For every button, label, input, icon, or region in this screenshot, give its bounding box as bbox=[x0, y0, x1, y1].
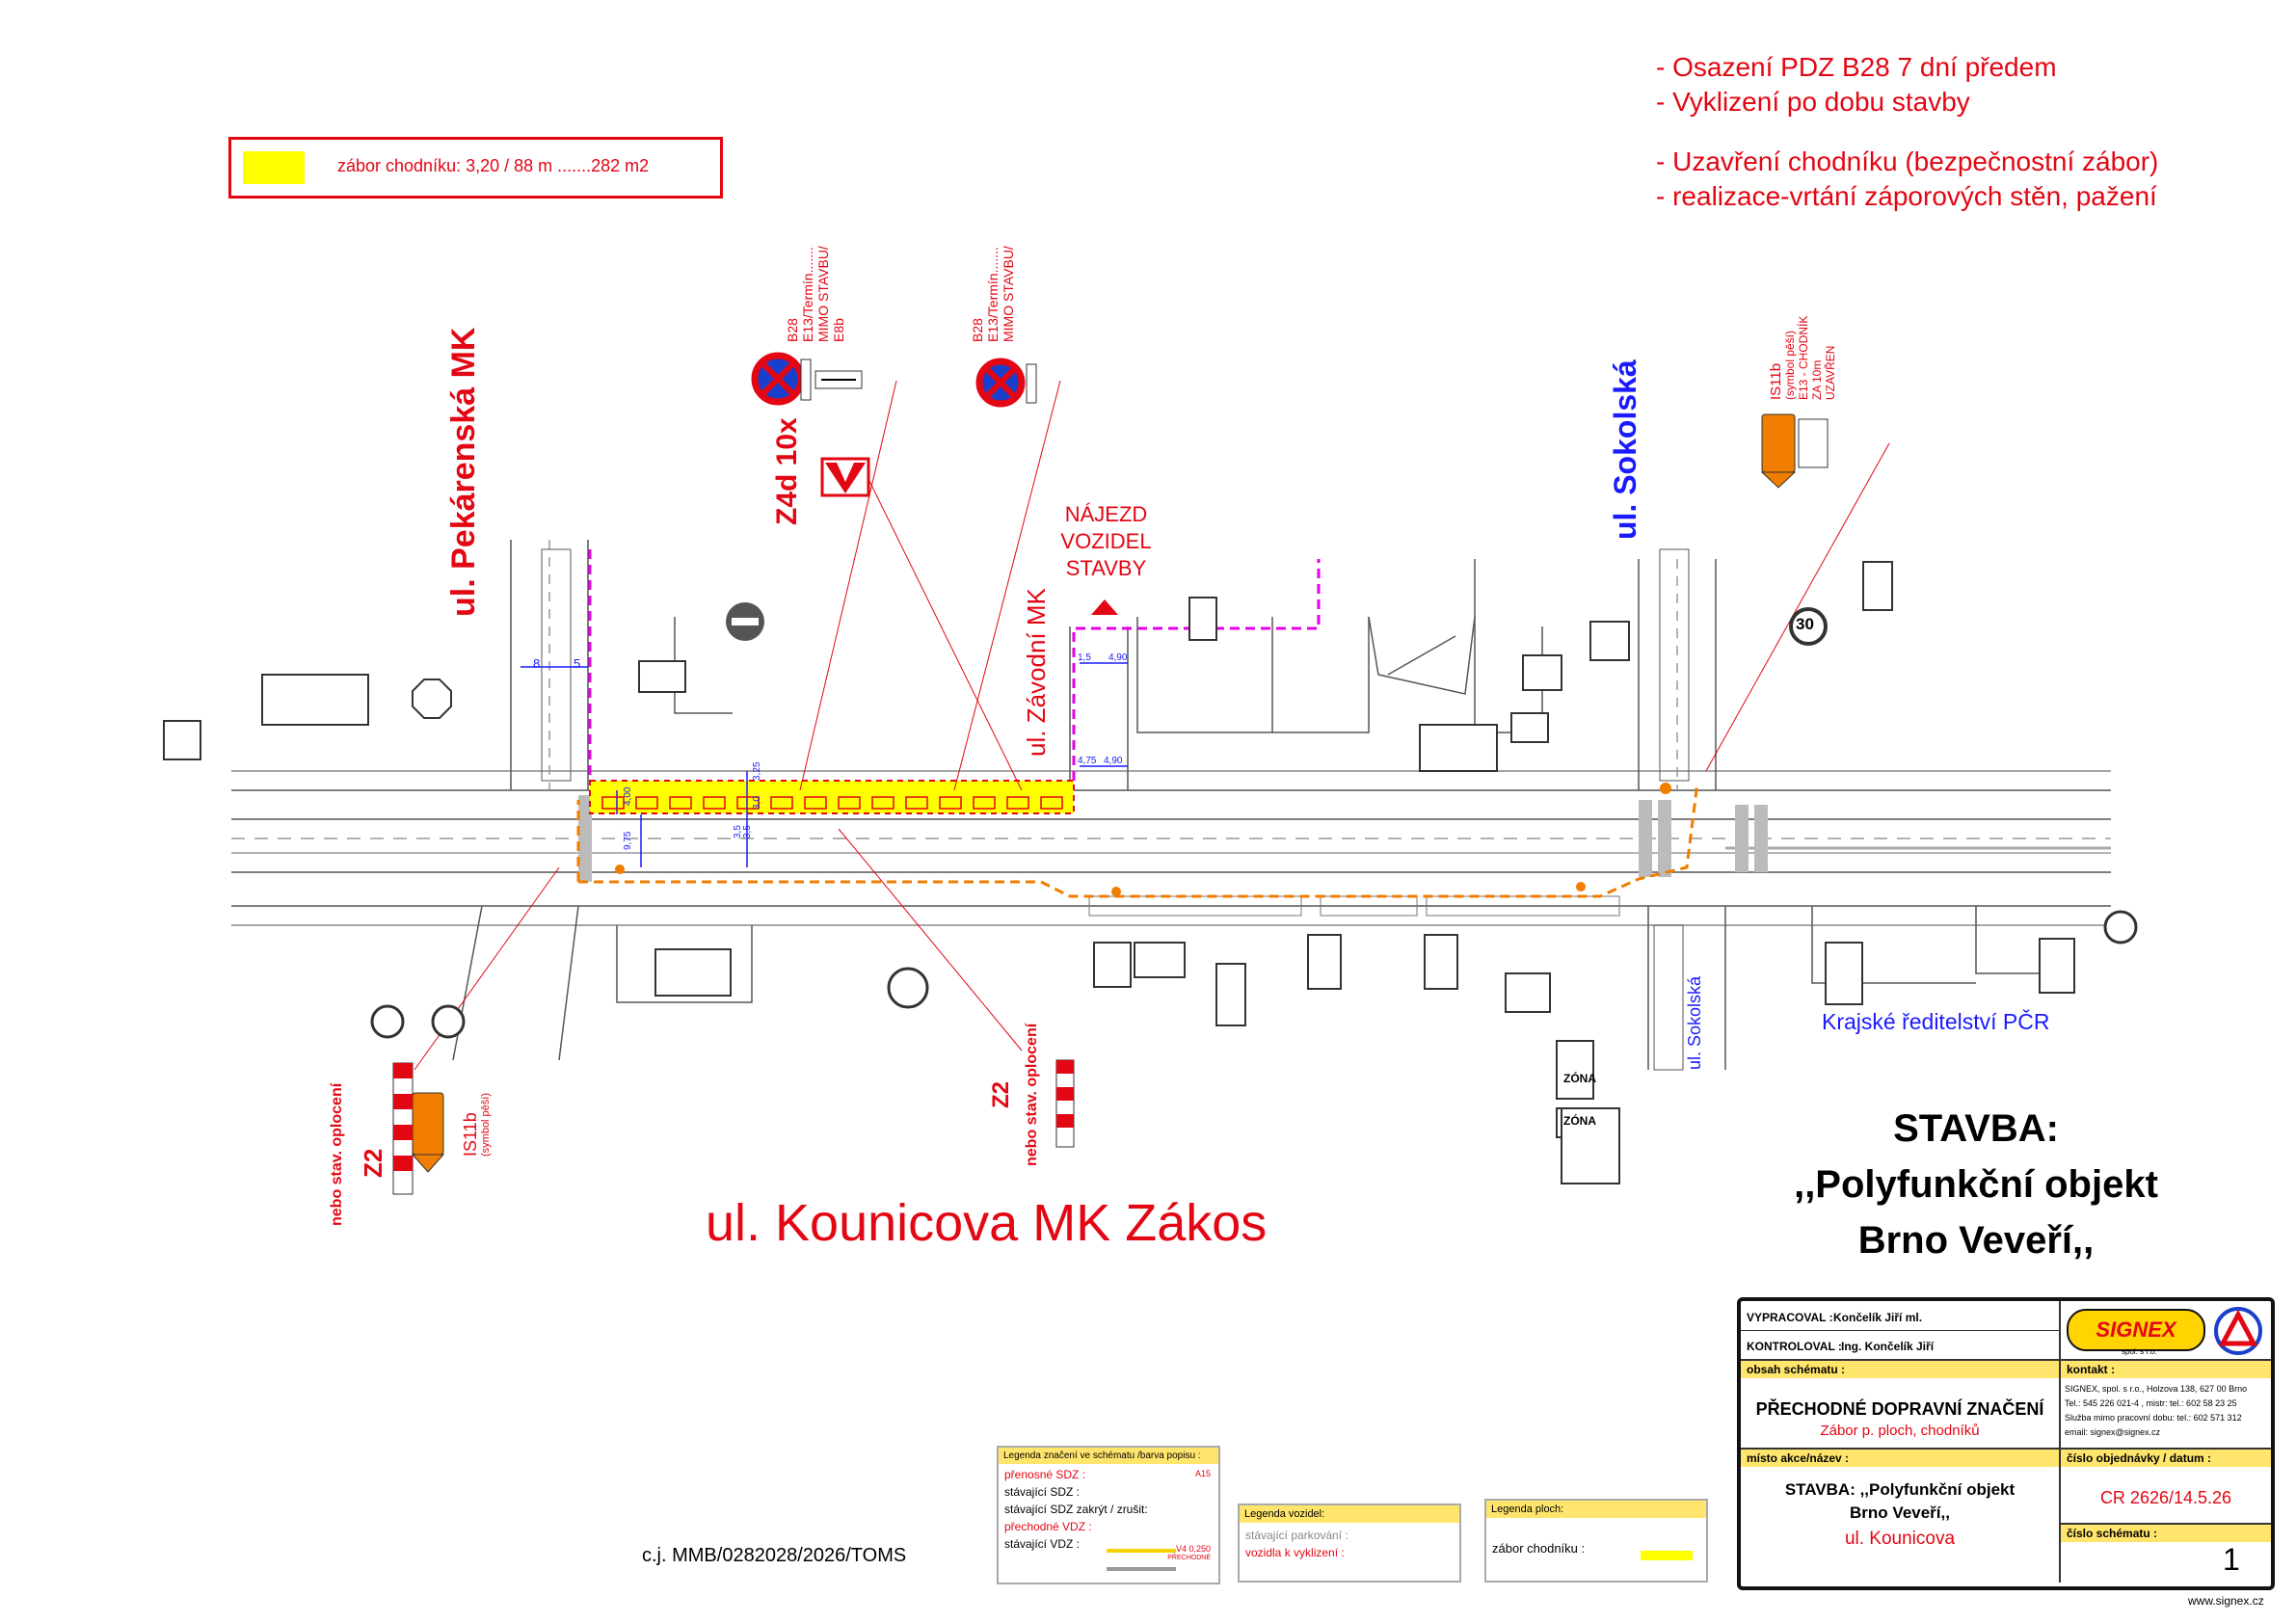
label-najezd: NÁJEZD VOZIDEL STAVBY bbox=[1060, 502, 1152, 580]
legend-sdz: Legenda značení ve schématu /barva popis… bbox=[997, 1446, 1220, 1584]
is11b-sign-right bbox=[1760, 413, 1829, 489]
dim-8: 8 bbox=[533, 656, 541, 671]
obsah-line-1: PŘECHODNÉ DOPRAVNÍ ZNAČENÍ bbox=[1755, 1399, 2044, 1419]
street-sokolska: ul. Sokolská bbox=[1608, 359, 1642, 540]
dim-975: 9,75 bbox=[623, 831, 633, 850]
title-block: VYPRACOVAL : Končelík Jiří ml. KONTROLOV… bbox=[1737, 1297, 2275, 1590]
misto-line-2: Brno Veveří,, bbox=[1850, 1503, 1950, 1522]
legend-zakryt: stávající SDZ zakrýt / zrušit: bbox=[1004, 1503, 1148, 1516]
note-3: - Uzavření chodníku (bezpečnostní zábor) bbox=[1656, 146, 2159, 176]
legend-vdz-yellow-line bbox=[1107, 1549, 1176, 1553]
case-number: c.j. MMB/0282028/2026/TOMS bbox=[642, 1545, 907, 1566]
legend-parkovani: stávající parkování : bbox=[1245, 1529, 1348, 1542]
label-z4d: Z4d 10x bbox=[771, 417, 803, 525]
misto-line-1: STAVBA: ,,Polyfunkční objekt bbox=[1784, 1480, 2016, 1499]
legend-a15: A15 bbox=[1194, 1469, 1211, 1478]
legend-occupation-text: zábor chodníku: 3,20 / 88 m .......282 m… bbox=[337, 156, 650, 175]
dim-400: 4,00 bbox=[623, 786, 633, 806]
legend-vozidel-title: Legenda vozidel: bbox=[1240, 1505, 1459, 1523]
dim-475: 4,75 bbox=[1078, 756, 1097, 766]
kontakt-label: kontakt : bbox=[2067, 1363, 2116, 1376]
cislo-obj-value: CR 2626/14.5.26 bbox=[2099, 1488, 2232, 1507]
street-pekarenska: ul. Pekárenská MK bbox=[445, 327, 482, 617]
signex-logo: SIGNEX bbox=[2067, 1309, 2205, 1351]
is11b-sign-left bbox=[411, 1092, 445, 1173]
legend-ploch: Legenda ploch: zábor chodníku : bbox=[1484, 1499, 1708, 1583]
signex-logo-sub: spol. s r.o. bbox=[2122, 1347, 2157, 1356]
legend-zabor: zábor chodníku : bbox=[1492, 1541, 1586, 1556]
warning-triangle-icon bbox=[2214, 1307, 2262, 1355]
street-zavodni: ul. Závodní MK bbox=[1022, 588, 1051, 757]
speed-limit-value: 30 bbox=[1796, 615, 1814, 633]
cislo-sch-label: číslo schématu : bbox=[2067, 1527, 2158, 1540]
label-z2-left: nebo stav. oplocení bbox=[329, 1082, 345, 1226]
legend-prenosne-sdz: přenosné SDZ : bbox=[1004, 1468, 1086, 1481]
dim-490a: 4,90 bbox=[1108, 652, 1128, 663]
street-sokolska-small: ul. Sokolská bbox=[1685, 975, 1704, 1070]
kontroloval-name: Ing. Končelík Jiří bbox=[1841, 1340, 1935, 1353]
legend-sdz-title: Legenda značení ve schématu /barva popis… bbox=[999, 1448, 1218, 1464]
legend-vyklizeni: vozidla k vyklizení : bbox=[1245, 1546, 1345, 1559]
legend-stavajici-sdz: stávající SDZ : bbox=[1004, 1485, 1081, 1499]
b28-sign-mid bbox=[975, 358, 1037, 408]
vypracoval-name: Končelík Jiří ml. bbox=[1833, 1311, 1923, 1324]
dim-325: 3,25 bbox=[752, 761, 762, 781]
dim-30: 3,0 bbox=[752, 796, 762, 810]
note-1: - Osazení PDZ B28 7 dní předem bbox=[1656, 52, 2057, 82]
b28-sign-left bbox=[751, 352, 863, 406]
stavba-title: STAVBA: ,,Polyfunkční objekt Brno Veveří… bbox=[1735, 1101, 2217, 1268]
zone-top: ZÓNA bbox=[1563, 1072, 1596, 1085]
legend-prechodne-vdz: přechodné VDZ : bbox=[1004, 1520, 1092, 1533]
label-krajske: Krajské ředitelství PČR bbox=[1822, 1009, 2050, 1034]
stavba-line-3: Brno Veveří,, bbox=[1857, 1219, 2095, 1262]
sign-label-is11b-right: IS11b (symbol pěší) E13 - CHODNÍK ZA 10m… bbox=[1768, 315, 1837, 400]
dim-15: 1,5 bbox=[1078, 652, 1091, 663]
cislo-sch-value: 1 bbox=[2223, 1542, 2240, 1577]
misto-line-3: ul. Kounicova bbox=[1844, 1529, 1956, 1549]
label-z2-left-code: Z2 bbox=[359, 1148, 387, 1178]
note-4: - realizace-vrtání záporových stěn, paže… bbox=[1656, 181, 2157, 211]
cislo-obj-label: číslo objednávky / datum : bbox=[2067, 1451, 2212, 1465]
legend-vdz-grey-line bbox=[1107, 1567, 1176, 1571]
notes-top: - Osazení PDZ B28 7 dní předem - Vyklize… bbox=[1656, 50, 2057, 120]
web-url: www.signex.cz bbox=[2188, 1594, 2264, 1608]
z2-barrier-left bbox=[392, 1062, 414, 1195]
legend-occupation-box: zábor chodníku: 3,20 / 88 m .......282 m… bbox=[228, 137, 723, 199]
kontroloval-label: KONTROLOVAL : bbox=[1747, 1340, 1842, 1353]
legend-v4: V4 0,250 bbox=[1175, 1544, 1211, 1554]
z4d-board bbox=[820, 457, 870, 497]
legend-v4-sub: PŘECHODNÉ bbox=[1167, 1555, 1211, 1561]
zone-bottom: ZÓNA bbox=[1563, 1114, 1596, 1128]
z2-barrier-mid bbox=[1055, 1059, 1075, 1148]
label-z2-mid: nebo stav. oplocení bbox=[1024, 1023, 1040, 1166]
stavba-line-2: ,,Polyfunkční objekt bbox=[1794, 1163, 2158, 1206]
vypracoval-label: VYPRACOVAL : bbox=[1747, 1311, 1833, 1324]
misto-label: místo akce/název : bbox=[1747, 1451, 1850, 1465]
legend-zabor-swatch bbox=[1641, 1551, 1693, 1560]
stavba-line-1: STAVBA: bbox=[1893, 1107, 2059, 1150]
note-2: - Vyklizení po dobu stavby bbox=[1656, 87, 1970, 117]
obsah-line-2: Zábor p. ploch, chodníků bbox=[1820, 1423, 1980, 1439]
label-z2-mid-code: Z2 bbox=[988, 1080, 1014, 1108]
legend-vozidel: Legenda vozidel: stávající parkování : v… bbox=[1238, 1503, 1461, 1583]
dim-5: 5 bbox=[574, 656, 581, 671]
dim-490b: 4,90 bbox=[1104, 756, 1123, 766]
dim-35b: 3,5 bbox=[742, 825, 753, 838]
legend-yellow-swatch bbox=[243, 151, 305, 184]
legend-stavajici-vdz: stávající VDZ : bbox=[1004, 1537, 1081, 1551]
street-kounicova: ul. Kounicova MK Zákos bbox=[706, 1194, 1268, 1252]
kontakt-info: SIGNEX, spol. s r.o., Holzova 138, 627 0… bbox=[2065, 1384, 2248, 1437]
legend-ploch-title: Legenda ploch: bbox=[1486, 1501, 1706, 1518]
notes-bottom: - Uzavření chodníku (bezpečnostní zábor)… bbox=[1656, 145, 2158, 214]
label-is11b-left: IS11b (symbol pěší) bbox=[461, 1092, 492, 1157]
obsah-label: obsah schématu : bbox=[1747, 1363, 1846, 1376]
